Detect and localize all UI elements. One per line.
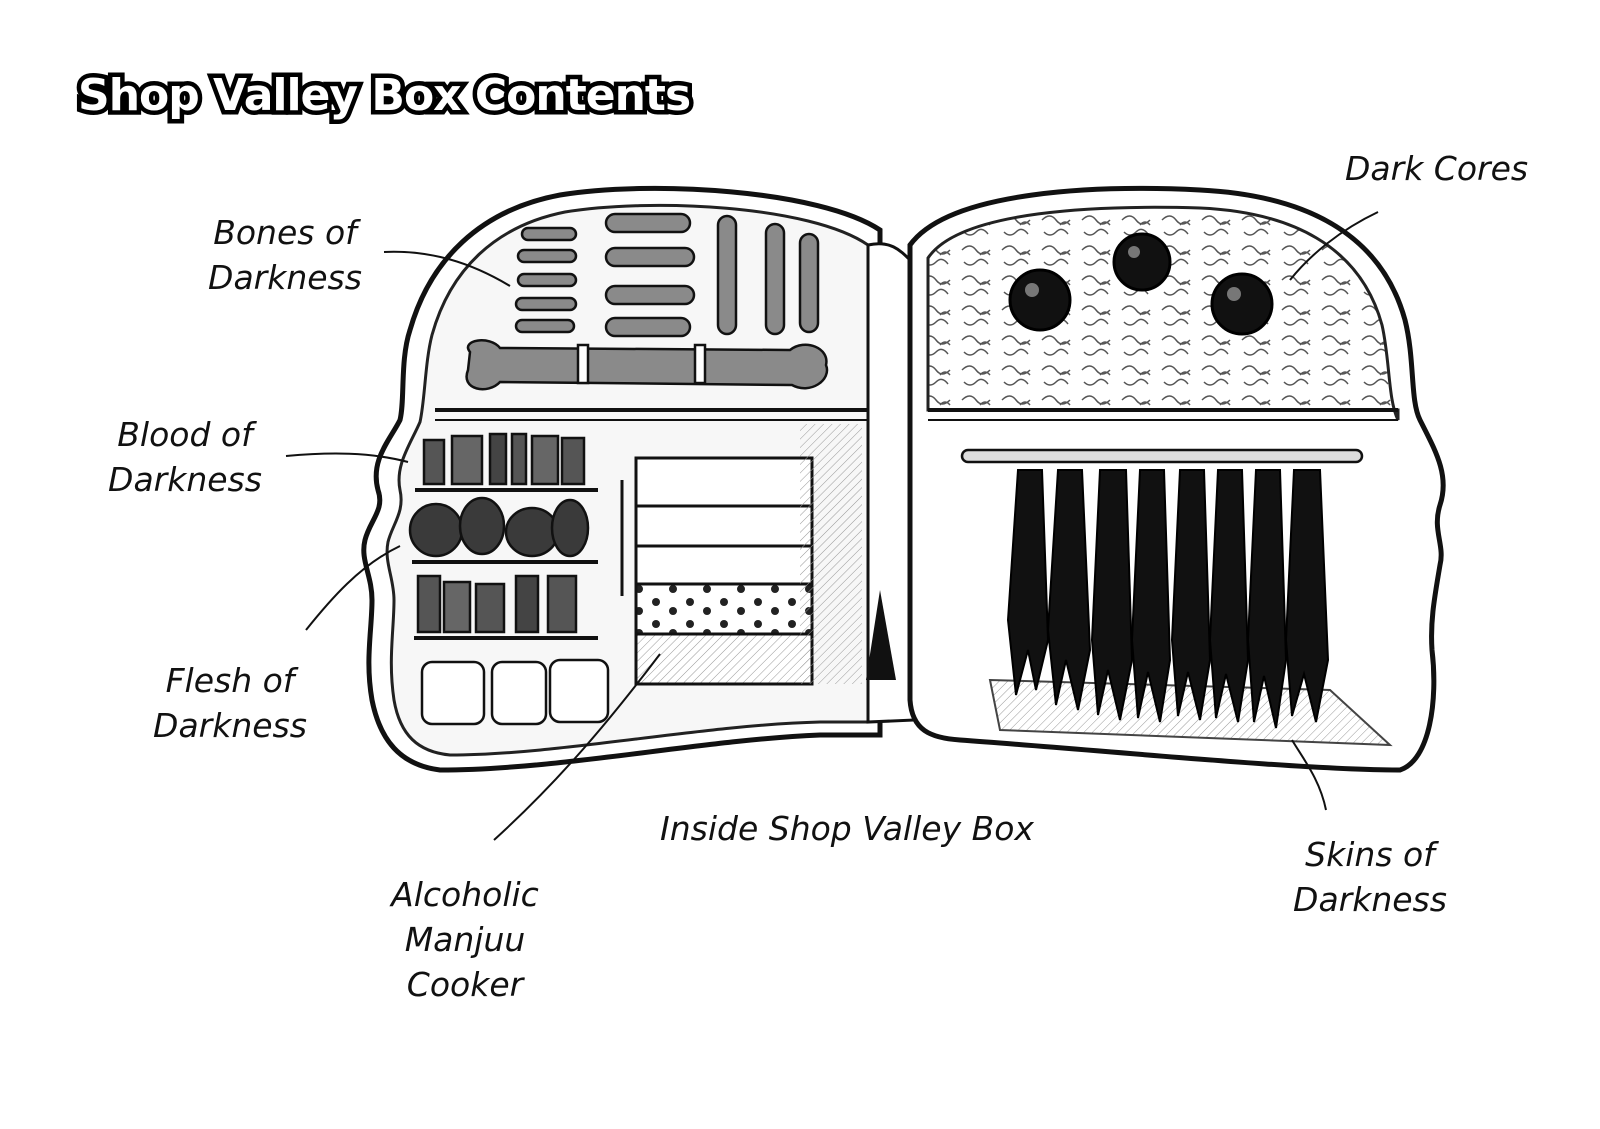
- alcoholic-manjuu-cooker: [620, 424, 862, 686]
- label-dark-cores: Dark Cores: [1345, 149, 1529, 188]
- dark-cores: [1008, 232, 1274, 336]
- leader-lines: [285, 211, 1379, 841]
- blood-of-darkness: [422, 432, 586, 486]
- medium-bones: [604, 212, 696, 338]
- label-inside-box: Inside Shop Valley Box: [660, 809, 1034, 848]
- label-flesh-of-darkness: Flesh of Darkness: [153, 661, 307, 745]
- large-bone: [465, 339, 829, 391]
- page-title: Shop Valley Box Contents: [73, 66, 695, 126]
- vertical-bones: [716, 214, 820, 336]
- leader-blood: [285, 452, 409, 463]
- leader-skins: [1291, 739, 1327, 811]
- flesh-of-darkness: [408, 496, 610, 726]
- label-skins-of-darkness: Skins of Darkness: [1293, 835, 1447, 919]
- bones-of-darkness: [465, 212, 829, 391]
- leader-cores: [1289, 211, 1379, 281]
- skins-of-darkness: [960, 448, 1364, 729]
- label-blood-of-darkness: Blood of Darkness: [108, 415, 262, 499]
- label-bones-of-darkness: Bones of Darkness: [208, 213, 362, 297]
- leader-cooker: [493, 653, 661, 841]
- leader-bones: [383, 250, 511, 287]
- leader-flesh: [305, 545, 401, 631]
- small-bones: [514, 226, 578, 334]
- label-alcoholic-manjuu-cooker: Alcoholic Manjuu Cooker: [391, 875, 539, 1004]
